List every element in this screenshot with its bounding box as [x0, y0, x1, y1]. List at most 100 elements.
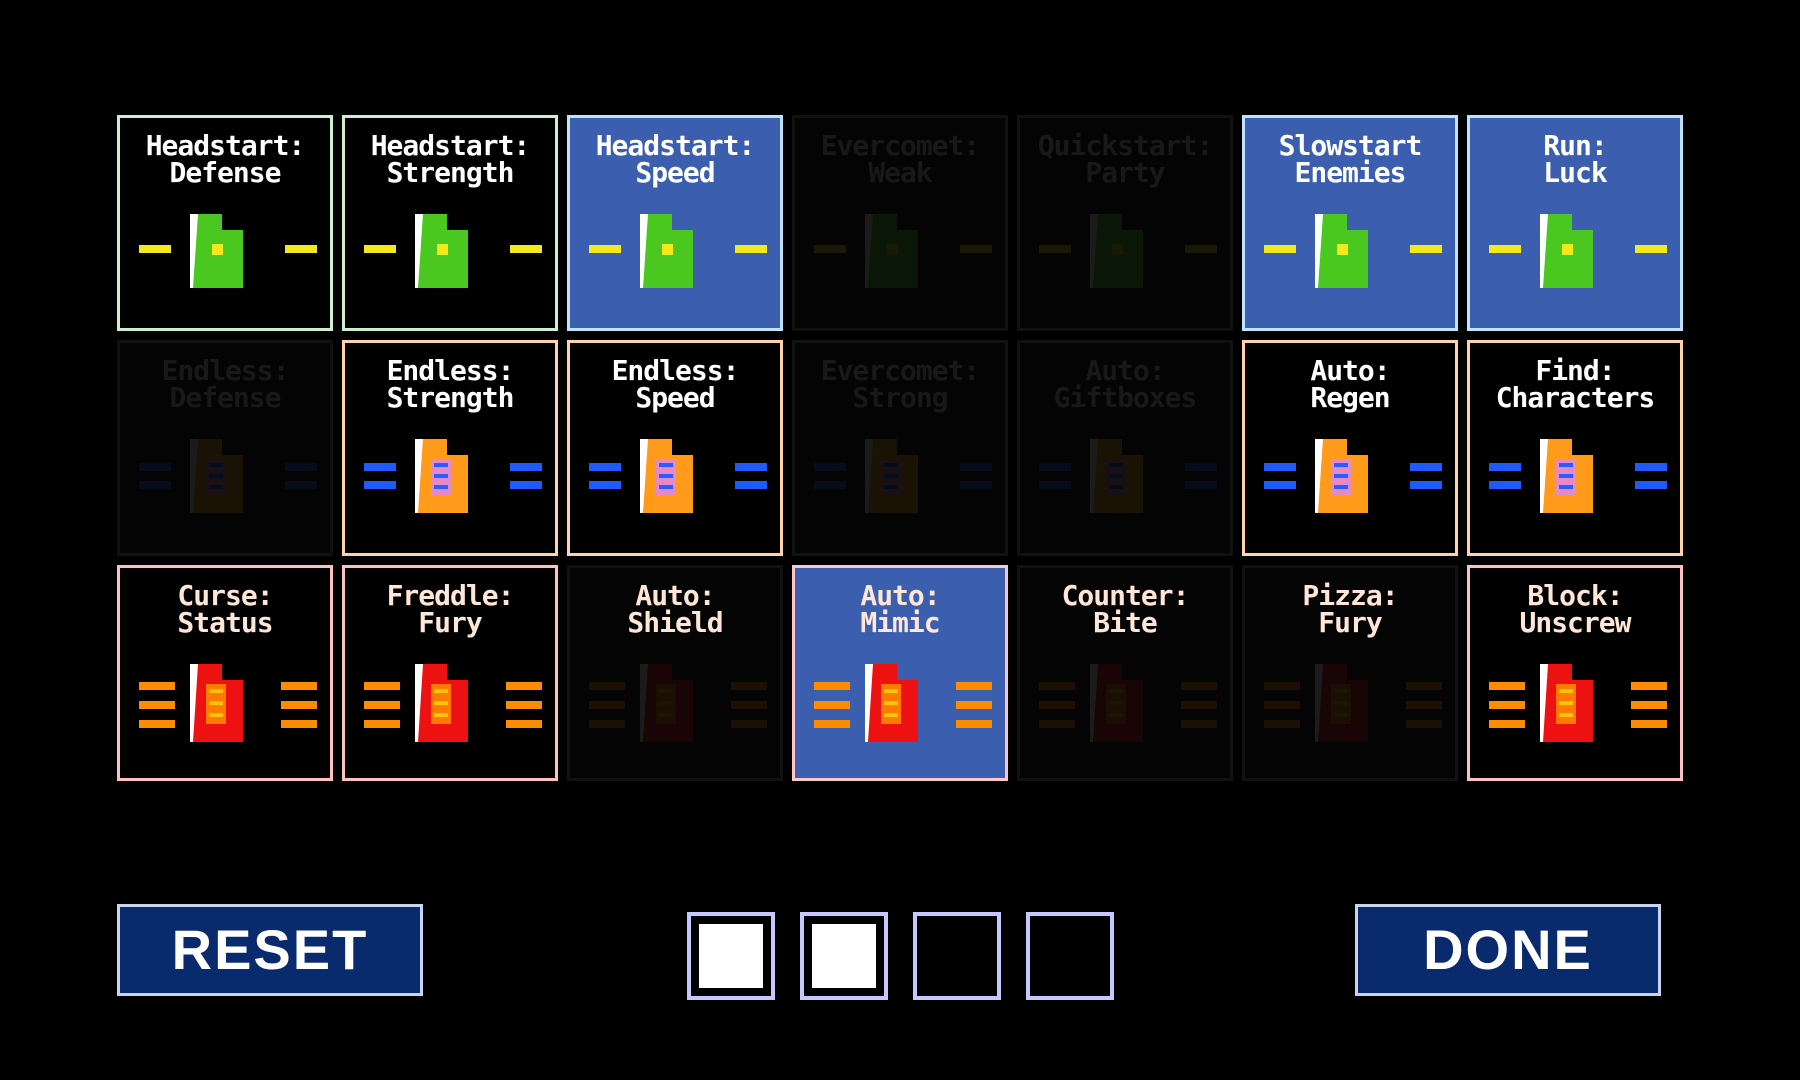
- challenge-name: Auto:Shield: [570, 582, 780, 639]
- green-clipboard-icon: [1039, 214, 1217, 288]
- challenge-tile[interactable]: Headstart:Speed: [567, 115, 783, 331]
- challenge-name: Auto:Mimic: [795, 579, 1005, 639]
- selection-slot: [1026, 912, 1114, 1000]
- challenge-name-line1: Auto:: [1085, 354, 1165, 387]
- challenge-name: Freddle:Fury: [345, 582, 555, 639]
- challenge-name-line2: Fury: [1318, 606, 1382, 639]
- done-button[interactable]: DONE: [1355, 904, 1661, 996]
- selection-slot: [800, 912, 888, 1000]
- orange-clipboard-icon: [139, 439, 317, 513]
- challenge-name-line2: Strong: [852, 381, 948, 414]
- green-clipboard-icon: [589, 214, 767, 288]
- challenge-tile[interactable]: Run:Luck: [1467, 115, 1683, 331]
- challenge-name-line1: Auto:: [1310, 354, 1390, 387]
- challenge-tile: Evercomet:Strong: [792, 340, 1008, 556]
- green-clipboard-icon: [364, 214, 542, 288]
- orange-clipboard-icon: [589, 439, 767, 513]
- challenge-grid: Headstart:Defense Headstart:Strength Hea…: [117, 115, 1683, 781]
- challenge-name-line2: Strength: [386, 381, 515, 414]
- challenge-name: Headstart:Defense: [120, 129, 330, 189]
- orange-clipboard-icon: [364, 439, 542, 513]
- challenge-name-line1: Endless:: [611, 354, 740, 387]
- challenge-tile: Pizza:Fury: [1242, 565, 1458, 781]
- challenge-name-line2: Defense: [169, 381, 281, 414]
- challenge-name-line2: Speed: [635, 156, 715, 189]
- challenge-name-line1: Headstart:: [145, 129, 306, 162]
- challenge-name-line2: Unscrew: [1519, 606, 1631, 639]
- challenge-name-line1: Endless:: [161, 354, 290, 387]
- challenge-tile[interactable]: Find:Characters: [1467, 340, 1683, 556]
- red-clipboard-icon: [364, 664, 542, 742]
- challenge-tile: Evercomet:Weak: [792, 115, 1008, 331]
- challenge-tile: Endless:Defense: [117, 340, 333, 556]
- challenge-tile[interactable]: Headstart:Defense: [117, 115, 333, 331]
- challenge-name: Curse:Status: [120, 579, 330, 639]
- red-clipboard-icon: [814, 664, 992, 742]
- challenge-name-line1: Run:: [1543, 129, 1607, 162]
- challenge-name-line1: Headstart:: [595, 129, 756, 162]
- challenge-tile: Auto:Shield: [567, 565, 783, 781]
- challenge-tile[interactable]: Auto:Regen: [1242, 340, 1458, 556]
- challenge-name: Find:Characters: [1470, 354, 1680, 412]
- challenge-tile[interactable]: Freddle:Fury: [342, 565, 558, 781]
- challenge-name: Endless:Speed: [570, 354, 780, 414]
- challenge-name-line1: Block:: [1527, 579, 1623, 612]
- selection-slots: [687, 912, 1114, 1000]
- challenge-name-line1: Pizza:: [1302, 579, 1398, 612]
- red-clipboard-icon: [1489, 664, 1667, 742]
- green-clipboard-icon: [814, 214, 992, 288]
- challenge-name: Endless:Strength: [345, 357, 555, 414]
- challenge-tile[interactable]: Endless:Speed: [567, 340, 783, 556]
- challenge-name: Auto:Giftboxes: [1020, 354, 1230, 414]
- challenge-name-line2: Bite: [1093, 606, 1157, 639]
- challenge-name: Endless:Defense: [120, 354, 330, 414]
- challenge-name-line1: Find:: [1535, 354, 1615, 387]
- challenge-name: Evercomet:Weak: [795, 129, 1005, 189]
- challenge-name-line1: Auto:: [860, 579, 940, 612]
- challenge-name-line2: Regen: [1310, 381, 1390, 414]
- challenge-tile[interactable]: Curse:Status: [117, 565, 333, 781]
- challenge-name: Evercomet:Strong: [795, 354, 1005, 414]
- challenge-tile[interactable]: Auto:Mimic: [792, 565, 1008, 781]
- challenge-name-line2: Strength: [386, 156, 515, 189]
- reset-button[interactable]: RESET: [117, 904, 423, 996]
- challenge-name-line2: Defense: [169, 156, 281, 189]
- challenge-name-line2: Weak: [868, 156, 932, 189]
- challenge-name-line1: Counter:: [1061, 579, 1190, 612]
- challenge-name-line1: Curse:: [177, 579, 273, 612]
- challenge-name: Headstart:Strength: [345, 129, 555, 189]
- green-clipboard-icon: [1264, 214, 1442, 288]
- challenge-name: Auto:Regen: [1245, 354, 1455, 414]
- challenge-name-line1: Evercomet:: [820, 129, 981, 162]
- challenge-name: Headstart:Speed: [570, 129, 780, 189]
- challenge-name-line2: Giftboxes: [1053, 381, 1198, 414]
- challenge-name-line2: Mimic: [860, 606, 940, 639]
- challenge-name: Pizza:Fury: [1245, 579, 1455, 639]
- challenge-name: Block:Unscrew: [1470, 579, 1680, 639]
- challenge-name-line1: Evercomet:: [820, 354, 981, 387]
- challenge-name-line2: Luck: [1543, 156, 1607, 189]
- challenge-name-line2: Enemies: [1294, 156, 1406, 189]
- challenge-name-line2: Fury: [418, 606, 482, 639]
- red-clipboard-icon: [1264, 664, 1442, 742]
- challenge-name-line1: Quickstart:: [1037, 129, 1213, 162]
- challenge-tile[interactable]: Block:Unscrew: [1467, 565, 1683, 781]
- challenge-name-line2: Shield: [627, 606, 723, 639]
- challenge-name: Counter:Bite: [1020, 579, 1230, 639]
- challenge-tile[interactable]: Endless:Strength: [342, 340, 558, 556]
- red-clipboard-icon: [139, 664, 317, 742]
- red-clipboard-icon: [589, 664, 767, 742]
- green-clipboard-icon: [139, 214, 317, 288]
- challenge-name: Run:Luck: [1470, 129, 1680, 189]
- challenge-name-line2: Status: [177, 606, 273, 639]
- orange-clipboard-icon: [1489, 439, 1667, 513]
- red-clipboard-icon: [1039, 664, 1217, 742]
- challenge-name-line1: Headstart:: [370, 129, 531, 162]
- challenge-tile[interactable]: Headstart:Strength: [342, 115, 558, 331]
- challenge-tile: Quickstart:Party: [1017, 115, 1233, 331]
- challenge-name-line2: Speed: [635, 381, 715, 414]
- green-clipboard-icon: [1489, 214, 1667, 288]
